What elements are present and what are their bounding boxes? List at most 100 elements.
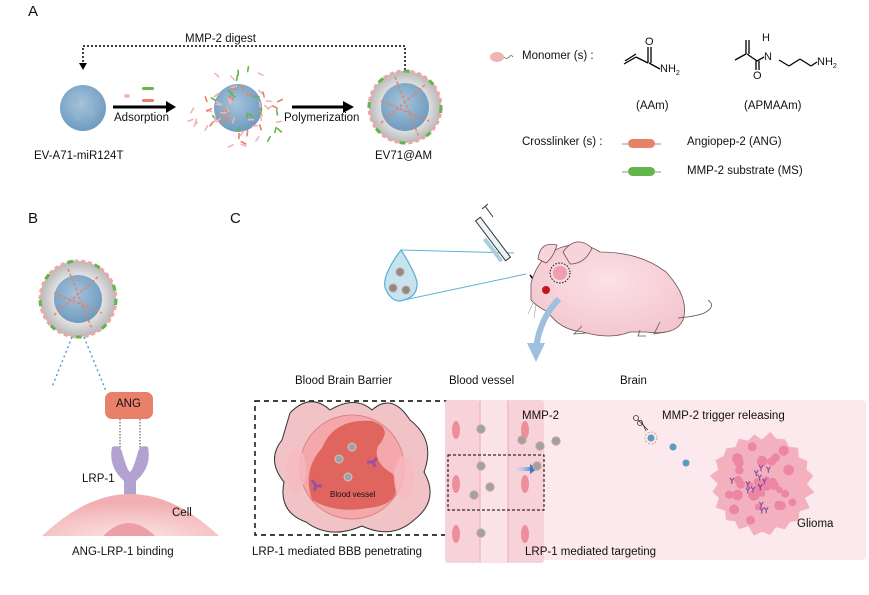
scattered-monomer	[224, 108, 229, 115]
bbb-caption: LRP-1 mediated BBB penetrating	[252, 546, 423, 558]
aam-nh2: NH2	[660, 63, 680, 78]
glioma-cell	[783, 464, 794, 476]
targeting-caption: LRP-1 mediated targeting	[525, 546, 657, 558]
scattered-monomer	[227, 98, 231, 105]
glioma-cell	[734, 457, 744, 468]
scattered-monomer	[266, 135, 271, 142]
brain-title: Brain	[620, 375, 647, 387]
scattered-monomer	[224, 116, 231, 121]
scattered-monomer	[246, 65, 250, 73]
lrp1-receptor-mark	[763, 506, 769, 514]
ev-a71-mir124t-label: EV-A71-miR124T	[34, 150, 124, 162]
scattered-monomer	[245, 93, 252, 96]
scattered-monomer	[231, 117, 236, 124]
lrp1-receptor-mark	[745, 487, 751, 494]
scattered-monomer	[248, 113, 254, 118]
mouse	[530, 241, 712, 337]
lrp1-receptor-mark	[757, 474, 763, 481]
panel-c-letter: C	[230, 210, 241, 227]
monomer-legend-label: Monomer (s) :	[522, 50, 594, 62]
lrp1-receptor-mark	[753, 469, 759, 477]
scattered-monomer	[259, 114, 263, 122]
glioma-cell	[729, 504, 740, 515]
scattered-monomer	[193, 121, 198, 127]
panel-b-caption: ANG-LRP-1 binding	[72, 546, 174, 558]
scattered-monomer	[210, 97, 217, 102]
glioma-cell	[732, 489, 743, 501]
scattered-monomer	[240, 140, 247, 145]
scattered-monomer	[209, 121, 214, 127]
crosslinker-legend-label: Crosslinker (s) :	[522, 136, 603, 148]
lrp1-receptor-mark	[759, 507, 765, 514]
scattered-monomer	[204, 96, 208, 103]
scattered-monomer	[259, 108, 263, 115]
lrp1-label: LRP-1	[82, 473, 115, 485]
apmaam-oxygen: O	[753, 70, 762, 82]
cell-label: Cell	[172, 507, 192, 519]
zoom-dotted-lines	[51, 336, 107, 392]
scattered-monomer	[239, 130, 245, 137]
scattered-monomer	[275, 109, 279, 116]
scattered-monomer	[194, 118, 198, 125]
scattered-monomer	[228, 95, 234, 101]
scattered-monomer	[255, 136, 260, 142]
lrp1-receptor-mark	[745, 480, 751, 488]
monomer-legend-icon	[490, 52, 514, 62]
ang-crosslinker-icon	[622, 139, 661, 148]
cell-body	[42, 494, 219, 536]
scattered-monomer	[230, 85, 238, 89]
adsorbed-virus-particle	[187, 65, 284, 148]
glioma-cell	[735, 466, 744, 475]
glioma-cell	[725, 490, 734, 499]
scattered-monomer	[221, 117, 226, 124]
scattered-monomer	[206, 107, 213, 112]
glioma-cell	[736, 480, 746, 489]
mmp2-digest-label: MMP-2 digest	[185, 33, 256, 45]
apmaam-name: (APMAAm)	[744, 100, 802, 112]
bbb-title: Blood Brain Barrier	[295, 375, 393, 387]
bbb-cross-section	[274, 401, 431, 533]
released-virus-particles	[644, 431, 690, 467]
glioma-cell	[746, 515, 756, 525]
mouse-whiskers	[527, 302, 537, 319]
polymerization-label: Polymerization	[284, 112, 360, 124]
scattered-monomer	[213, 115, 217, 123]
glioma-cell	[763, 483, 771, 491]
ms-crosslinker-icon	[622, 167, 661, 176]
scattered-monomer	[235, 74, 239, 82]
binding-dotted-lines	[119, 419, 141, 450]
scattered-monomer	[227, 89, 234, 95]
scattered-monomer	[213, 92, 219, 98]
scattered-monomer	[215, 100, 222, 105]
lrp1-receptor-mark	[758, 501, 764, 508]
scattered-monomer	[240, 85, 245, 92]
aam-structure	[623, 47, 661, 70]
scattered-monomer	[204, 125, 209, 132]
lrp1-receptor-mark	[761, 477, 767, 485]
scattered-monomer	[266, 105, 273, 110]
lrp1-receptor-mark	[757, 483, 763, 491]
scattered-monomer	[258, 89, 264, 95]
glioma-cell	[774, 500, 784, 511]
aam-oxygen: O	[645, 36, 654, 48]
apmaam-structure	[734, 40, 818, 70]
scissors-icon	[633, 415, 649, 432]
glioma-tumor	[709, 431, 815, 536]
syringe	[474, 203, 542, 290]
scattered-monomer	[258, 101, 262, 108]
glioma-cell	[756, 455, 768, 467]
lrp1-receptor-mark	[758, 464, 764, 472]
glioma-label: Glioma	[797, 518, 834, 530]
scattered-monomer	[262, 91, 266, 98]
ang-ligand	[105, 392, 153, 419]
panel-b-nanocapsule	[38, 259, 118, 339]
scattered-monomer	[214, 72, 220, 78]
ev71-am-label: EV71@AM	[375, 150, 433, 162]
scattered-monomer	[276, 127, 283, 133]
lrp1-receptor-mark	[729, 477, 735, 484]
aam-name: (AAm)	[636, 100, 669, 112]
adsorption-reagents	[124, 87, 154, 102]
nanocapsule-particles	[469, 424, 561, 538]
scattered-monomer	[277, 98, 284, 103]
lrp1-receptor-mark	[750, 486, 756, 493]
